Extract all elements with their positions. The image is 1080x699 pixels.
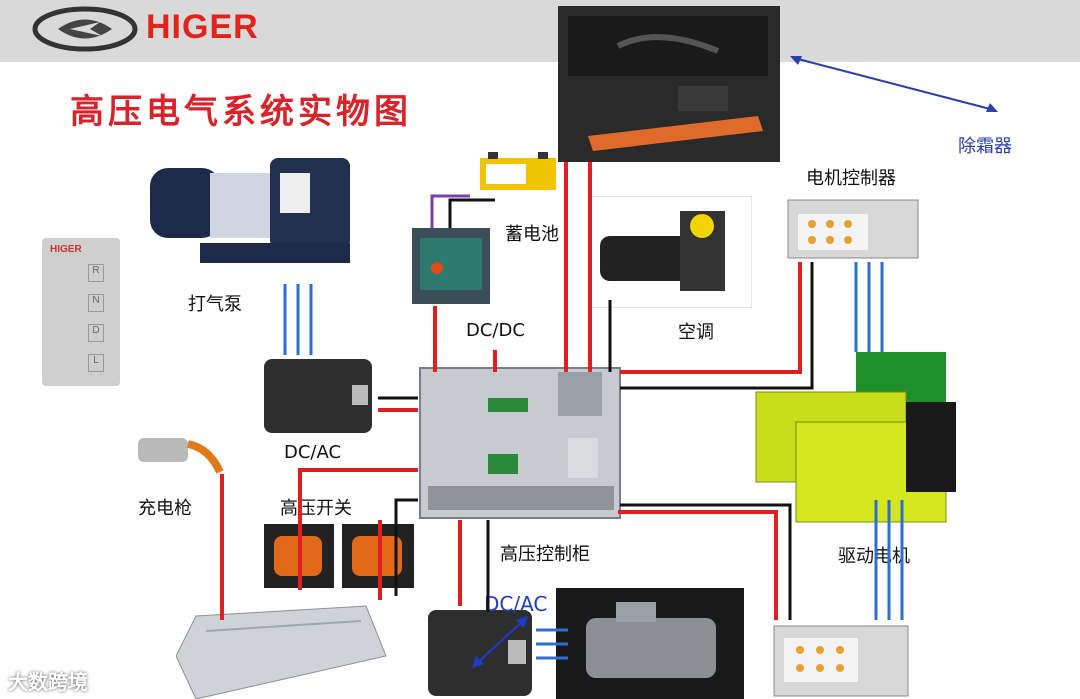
- watermark: 大数跨境: [8, 666, 88, 695]
- signal-cables: [285, 262, 902, 658]
- lv-cables: [378, 200, 812, 620]
- hv-cables: [222, 162, 800, 620]
